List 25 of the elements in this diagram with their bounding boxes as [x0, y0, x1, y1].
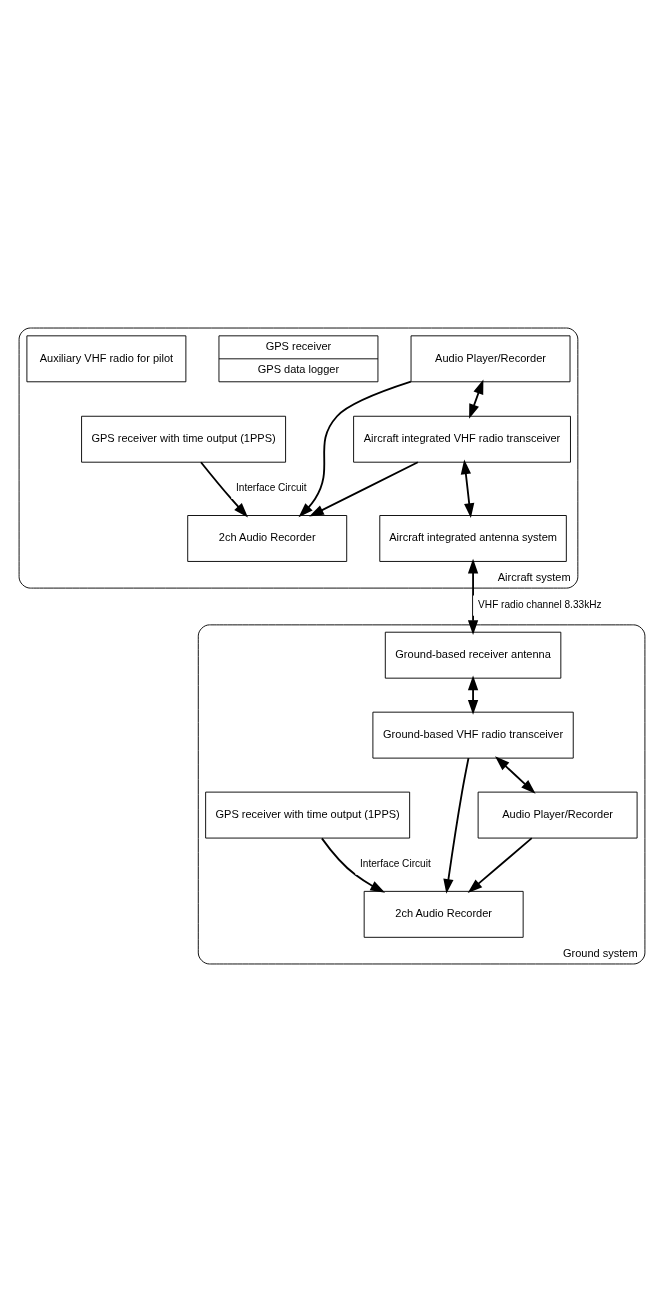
arrow: [467, 558, 479, 635]
node-box: 2ch Audio Recorder: [363, 890, 524, 938]
arrow: [460, 459, 475, 518]
node-box: GPS receiver with time output (1PPS): [81, 415, 287, 463]
arrow: [298, 380, 412, 518]
arrow: [309, 461, 419, 517]
node-box: Ground-based receiver antenna: [384, 631, 562, 679]
node-box: 2ch Audio Recorder: [187, 515, 348, 562]
arrow: [443, 757, 470, 894]
arrow: [200, 461, 248, 518]
node-box: Audio Player/Recorder: [410, 335, 571, 383]
arrow: [467, 675, 479, 715]
node-box: GPS receiver with time output (1PPS): [205, 791, 411, 839]
node-box: Audio Player/Recorder: [477, 791, 638, 839]
node-box: Ground-based VHF radio transceiver: [372, 711, 574, 759]
node-box: Auxiliary VHF radio for pilot: [26, 335, 187, 383]
edge-label: VHF radio channel 8.33kHz: [478, 599, 602, 611]
node-box: Aircraft integrated VHF radio transceiver: [353, 415, 571, 463]
arrow: [469, 379, 484, 419]
node-box: Aircraft integrated antenna system: [379, 515, 567, 562]
arrow: [467, 837, 533, 893]
arrow: [320, 837, 386, 893]
arrow: [495, 756, 536, 794]
edge-label: Interface Circuit: [235, 482, 307, 494]
edge-label: Interface Circuit: [360, 858, 431, 870]
